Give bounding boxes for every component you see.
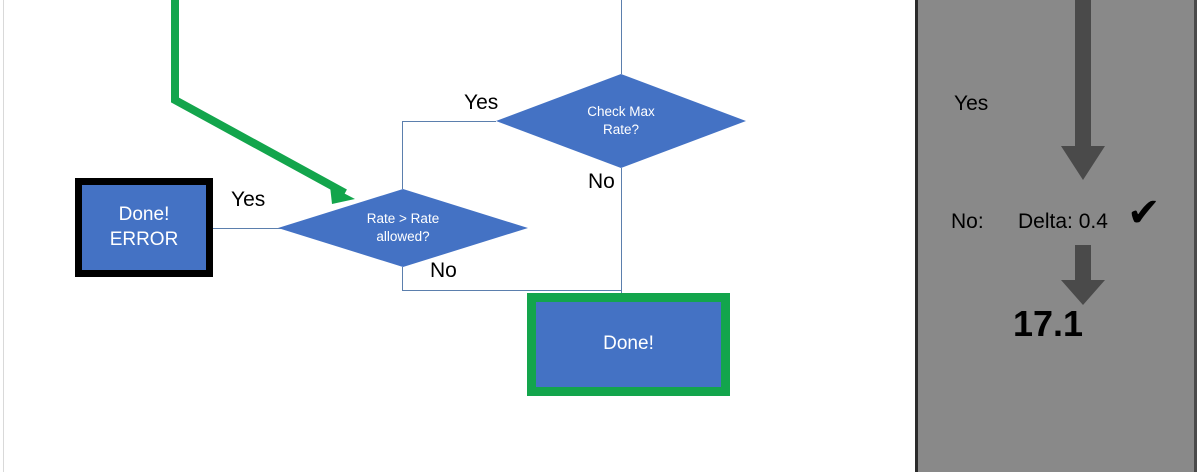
highlight-path-arrowhead [330, 186, 355, 204]
connector-top-into-check-max-rate [621, 0, 622, 74]
decision-rate-allowed-line1: Rate > Rate [366, 211, 440, 227]
process-done-error-label: Done! ERROR [110, 203, 179, 252]
edge-label-rate-allowed-no: No [430, 259, 457, 282]
process-done-error-line1: Done! [118, 204, 170, 226]
check-mark-icon: ✔ [1127, 191, 1161, 235]
edge-label-rate-allowed-yes: Yes [231, 188, 266, 211]
decision-check-max-rate-line2: Rate? [602, 122, 640, 137]
status-panel: Yes No: Delta: 0.4 ✔ 17.1 [915, 0, 1197, 472]
panel-result-value: 17.1 [1013, 303, 1084, 344]
down-arrow-long-icon [1061, 0, 1105, 180]
decision-check-max-rate-line1: Check Max [587, 104, 655, 120]
edge-label-check-max-rate-yes: Yes [464, 91, 499, 114]
connector-rate-allowed-no-horizontal [402, 290, 622, 291]
connector-check-max-rate-yes-horizontal [402, 121, 496, 122]
decision-rate-allowed-line2: allowed? [376, 229, 430, 244]
panel-no-label: No: [951, 210, 984, 233]
decision-rate-allowed-label: Rate > Rate allowed? [367, 210, 439, 246]
connector-rate-allowed-yes-horizontal [199, 228, 339, 229]
connector-check-max-rate-no-vertical [621, 168, 622, 294]
panel-delta-value: Delta: 0.4 [1018, 210, 1108, 233]
connector-check-max-rate-yes-vertical [402, 121, 403, 189]
process-done-label: Done! [603, 333, 654, 355]
highlight-path-line [171, 0, 347, 197]
edge-label-check-max-rate-no: No [588, 170, 615, 193]
connector-rate-allowed-no-vertical [402, 267, 403, 291]
slide-left-border [3, 0, 4, 472]
panel-yes-label: Yes [954, 92, 989, 115]
decision-rate-greater-than-rate-allowed[interactable]: Rate > Rate allowed? [278, 189, 528, 267]
process-done-error-line2: ERROR [109, 228, 179, 250]
process-done[interactable]: Done! [527, 293, 730, 396]
decision-check-max-rate[interactable]: Check Max Rate? [496, 74, 746, 168]
process-done-error[interactable]: Done! ERROR [75, 178, 213, 277]
down-arrow-short-icon [1061, 245, 1105, 305]
decision-check-max-rate-label: Check Max Rate? [587, 103, 655, 139]
